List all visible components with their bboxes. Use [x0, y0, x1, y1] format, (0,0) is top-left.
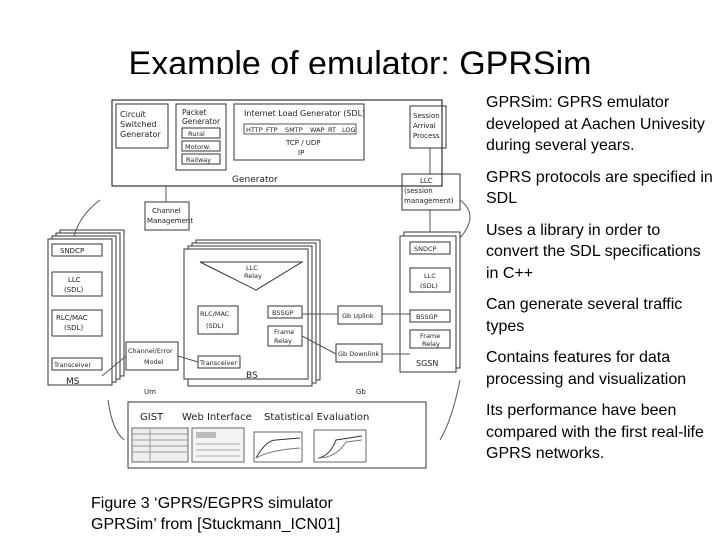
bs-rlcmac: RLC/MAC — [200, 310, 230, 318]
bullet-item: Uses a library in order to convert the S… — [486, 221, 701, 282]
sap-line-3: Process — [413, 132, 440, 140]
pg-item-box-1 — [181, 127, 221, 139]
evaluation-block — [127, 401, 427, 469]
connector-lines — [73, 148, 471, 441]
session-arrival-process — [409, 105, 447, 149]
circuit-switched-generator — [115, 103, 169, 149]
llcs-line-3: management) — [404, 197, 454, 205]
sap-line-1: Session — [413, 112, 440, 120]
cem-line-1: Channel/Error — [128, 347, 173, 355]
gb-label: Gb — [356, 388, 366, 396]
pg-item-2: Motorw. — [185, 143, 211, 151]
ms-rlcmac-sdl: (SDL) — [64, 324, 83, 332]
bullet-item: Its performance have been compared with … — [486, 402, 704, 462]
csg-line-2: Switched — [120, 120, 156, 129]
generator-block — [111, 99, 443, 187]
sgsn-stack: SNDCP LLC (SDL) BSSGP Frame Relay SGSN — [399, 231, 461, 373]
pg-item-3: Railway — [186, 156, 211, 164]
gist-label: GIST — [140, 412, 164, 423]
slide-title: Example of emulator: GPRSim — [128, 45, 592, 74]
pg-line-1: Packet — [182, 108, 207, 117]
pg-line-2: Generator — [182, 117, 221, 126]
pg-item-box-3 — [181, 153, 221, 165]
sgsn-frame: Frame — [420, 332, 440, 340]
proto-rt: RT — [328, 126, 336, 134]
caption-line-1: Figure 3 ‘GPRS/EGPRS simulator — [91, 495, 333, 512]
bs-frame-relay-2: Relay — [274, 337, 292, 345]
ilg-title: Internet Load Generator (SDL) — [244, 109, 365, 118]
chart-thumbnail-2 — [313, 429, 367, 463]
gb-downlink-label: Gb Downlink — [338, 350, 379, 358]
ms-transceiver: Transceiver — [53, 361, 91, 369]
bs-frame-relay-1: Frame — [274, 328, 294, 336]
cem-line-2: Model — [144, 358, 164, 366]
bs-llc-relay-1: LLC — [246, 264, 258, 272]
bullet-item: Can generate several traffic types — [486, 296, 683, 335]
ms-rlcmac: RLC/MAC — [56, 314, 88, 322]
sgsn-label: SGSN — [416, 359, 438, 368]
proto-wap: WAP — [310, 126, 325, 134]
csg-line-3: Generator — [120, 130, 161, 139]
ms-llc: LLC — [68, 276, 81, 284]
sap-line-2: Arrival — [413, 122, 436, 130]
bullet-item: GPRSim: GPRS emulator developed at Aache… — [486, 94, 705, 154]
caption-line-2: GPRSim’ from [Stuckmann_ICN01] — [91, 516, 341, 533]
gb-uplink-label: Gb Uplink — [342, 312, 374, 320]
csg-line-1: Circuit — [120, 110, 146, 119]
pg-item-1: Rural — [188, 130, 205, 138]
bullet-item: Contains features for data processing an… — [486, 349, 687, 388]
packet-generator — [175, 103, 227, 171]
proto-smtp: SMTP — [285, 126, 303, 134]
bullet-list: GPRSim: GPRS emulator developed at Aache… — [486, 92, 716, 475]
sgsn-sndcp: SNDCP — [414, 245, 437, 253]
sgsn-llc-sdl: (SDL) — [420, 282, 438, 290]
ms-llc-sdl: (SDL) — [64, 286, 83, 294]
chart-thumbnail-1 — [253, 431, 303, 463]
ms-stack: SNDCP LLC (SDL) RLC/MAC (SDL) Transceive… — [47, 229, 125, 387]
proto-tcp-udp: TCP / UDP — [285, 139, 321, 147]
sgsn-llc: LLC — [424, 272, 436, 280]
protocol-row: HTTP FTP SMTP WAP RT LOG — [243, 123, 357, 135]
bs-transceiver: Transceiver — [199, 359, 237, 367]
um-label: Um — [144, 388, 156, 396]
ms-sndcp: SNDCP — [60, 247, 84, 255]
gb-downlink — [335, 343, 383, 363]
gb-uplink — [337, 305, 383, 325]
bs-bssgp: BSSGP — [272, 309, 294, 317]
internet-load-generator — [233, 103, 365, 161]
pg-item-box-2 — [181, 140, 221, 152]
bs-label: BS — [246, 371, 258, 381]
llcs-line-1: LLC — [420, 177, 433, 185]
statistical-evaluation-label: Statistical Evaluation — [264, 412, 369, 423]
proto-ip: IP — [298, 149, 304, 157]
generator-label: Generator — [232, 175, 278, 185]
cm-line-2: Management — [147, 217, 193, 225]
sgsn-bssgp: BSSGP — [416, 313, 438, 321]
bullet-item: GPRS protocols are specified in SDL — [486, 168, 713, 208]
llcs-line-2: (session — [404, 187, 433, 195]
web-interface-thumbnail — [191, 427, 245, 463]
bs-stack: LLC Relay RLC/MAC (SDL) BSSGP Frame Rela… — [183, 239, 321, 387]
web-interface-label: Web Interface — [182, 412, 252, 423]
llc-session-management — [401, 173, 461, 211]
sgsn-relay: Relay — [422, 340, 440, 348]
proto-ftp: FTP — [266, 126, 278, 134]
bs-llc-relay-2: Relay — [244, 272, 262, 280]
cm-line-1: Channel — [152, 207, 181, 215]
gist-thumbnail — [131, 427, 189, 463]
ms-rlcmac-box — [51, 309, 103, 337]
ms-label: MS — [66, 377, 80, 387]
channel-management — [144, 201, 190, 231]
bs-rlcmac-sdl: (SDL) — [206, 322, 224, 330]
proto-log: LOG — [342, 126, 356, 134]
figure-caption: Figure 3 ‘GPRS/EGPRS simulator GPRSim’ f… — [91, 493, 391, 535]
proto-http: HTTP — [246, 126, 263, 134]
